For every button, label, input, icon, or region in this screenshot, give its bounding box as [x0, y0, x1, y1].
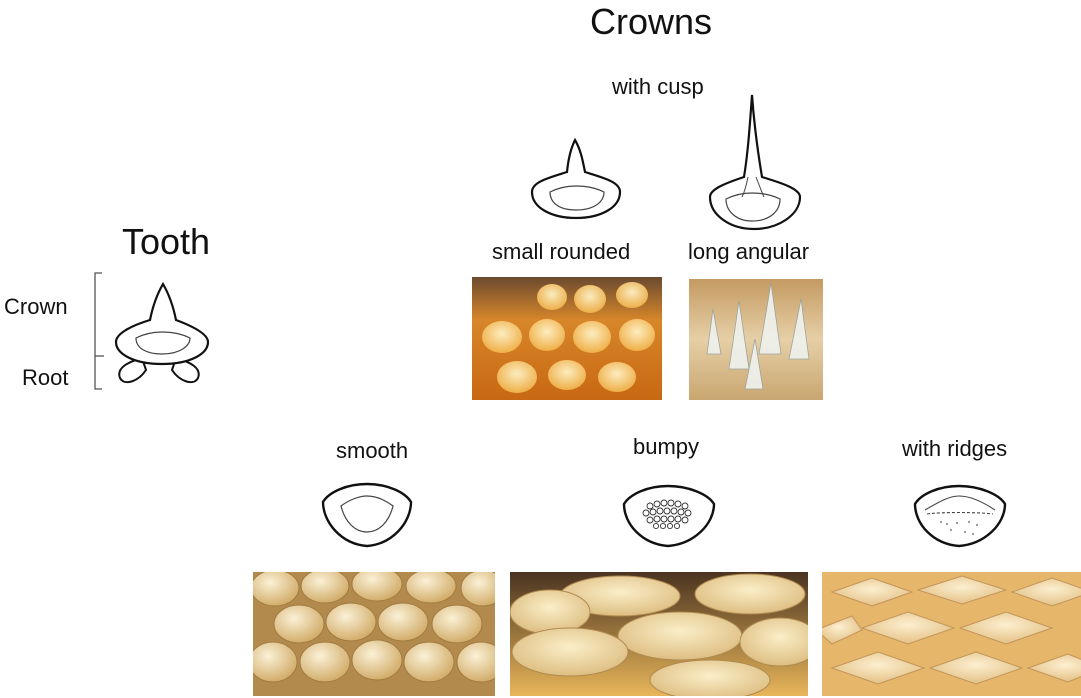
with-cusp-heading: with cusp	[612, 76, 704, 98]
small-rounded-photo	[472, 277, 662, 400]
root-label: Root	[22, 367, 68, 389]
smooth-label: smooth	[336, 440, 408, 462]
small-rounded-label: small rounded	[492, 241, 630, 263]
crown-label: Crown	[4, 296, 68, 318]
long-angular-tooth-icon	[704, 93, 804, 235]
long-angular-label: long angular	[688, 241, 809, 263]
small-rounded-tooth-icon	[526, 136, 626, 222]
with-ridges-photo	[822, 572, 1081, 696]
crown-outline	[116, 284, 208, 364]
crown-root-bracket	[95, 273, 104, 389]
bumpy-photo	[510, 572, 808, 696]
ridged-crown-icon	[911, 482, 1009, 550]
with-ridges-label: with ridges	[902, 438, 1007, 460]
long-angular-photo	[689, 279, 823, 400]
smooth-crown-icon	[319, 480, 415, 550]
smooth-photo	[253, 572, 495, 696]
tooth-anatomy-diagram	[90, 270, 220, 395]
crowns-title: Crowns	[590, 4, 712, 40]
bumpy-crown-icon	[620, 482, 718, 550]
tooth-title: Tooth	[122, 224, 210, 260]
bumpy-label: bumpy	[633, 436, 699, 458]
